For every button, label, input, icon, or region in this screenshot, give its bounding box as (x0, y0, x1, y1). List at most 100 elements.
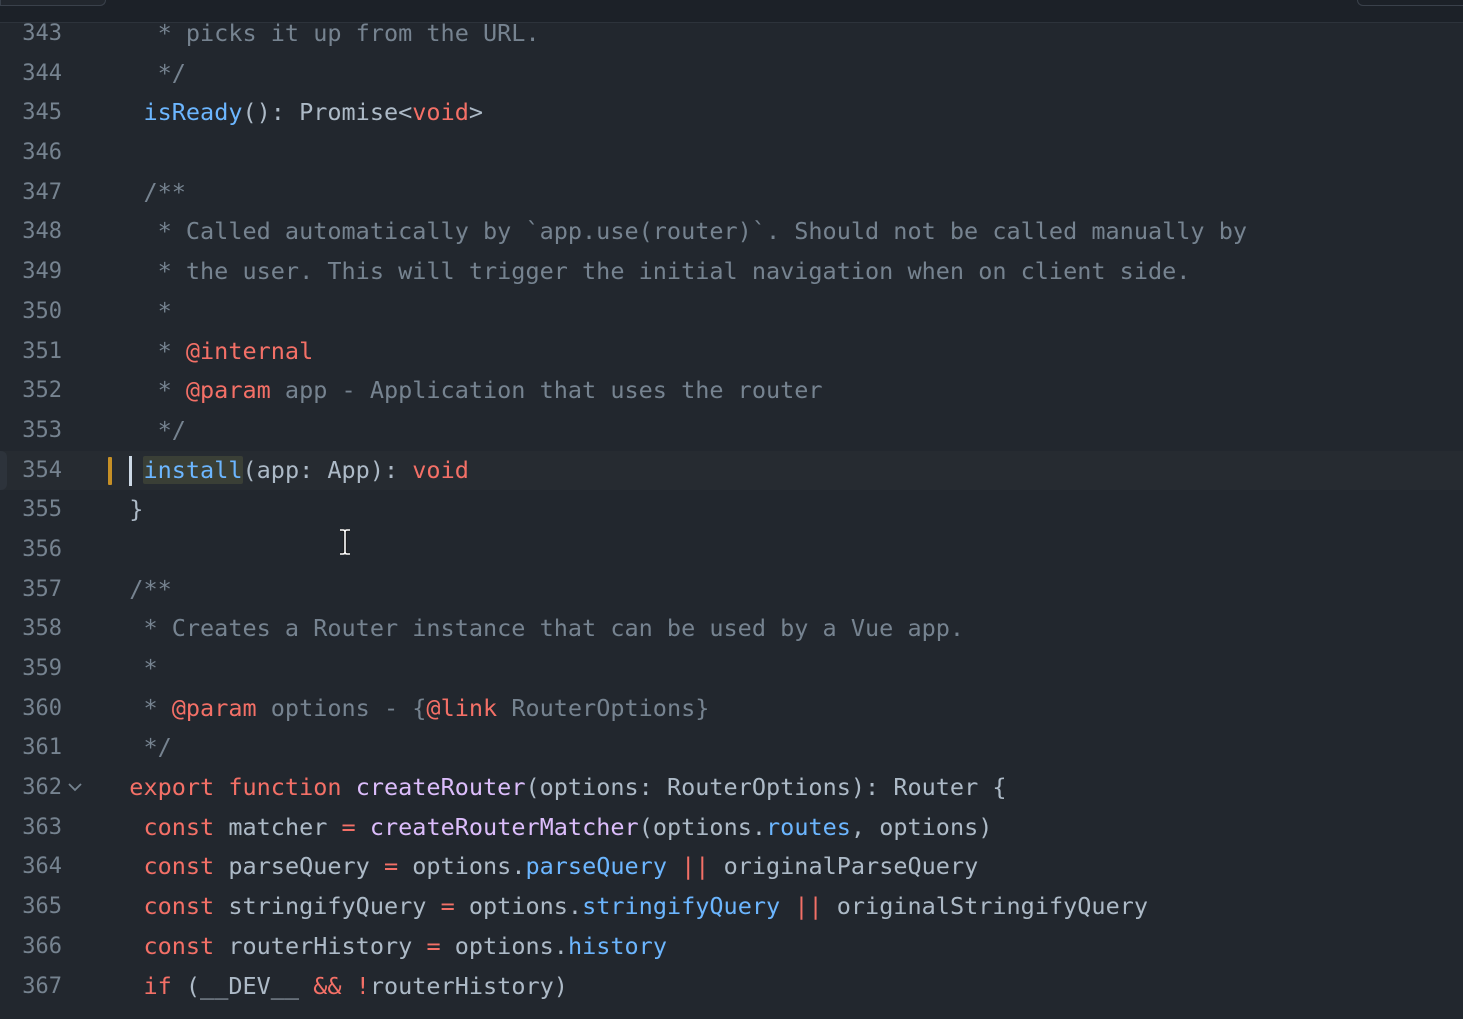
code-line[interactable]: 356 (0, 530, 1463, 570)
code-token: routes (766, 812, 851, 841)
code-token: void (412, 98, 469, 127)
code-token: @param (171, 693, 257, 722)
code-text: } (101, 490, 143, 530)
code-line[interactable]: 347 /** (0, 173, 1463, 213)
code-line[interactable]: 350 * (0, 292, 1463, 332)
code-token: /** (101, 574, 172, 603)
code-token: (app: App): (242, 455, 413, 484)
line-number: 350 (22, 298, 62, 324)
code-token (101, 773, 129, 801)
code-token: } (101, 495, 144, 524)
code-text: * @param options - {@link RouterOptions} (101, 689, 709, 729)
line-number: 357 (22, 576, 62, 602)
code-token: options - { (256, 693, 427, 722)
code-token: @param (185, 376, 271, 405)
code-token: parseQuery (214, 852, 384, 881)
code-token: options. (440, 931, 568, 960)
code-line[interactable]: 351 * @internal (0, 332, 1463, 372)
code-line[interactable]: 361 */ (0, 728, 1463, 768)
chevron-down-icon[interactable] (64, 768, 86, 808)
code-token (101, 972, 143, 1000)
code-line[interactable]: 344 */ (0, 54, 1463, 94)
line-number: 352 (22, 378, 62, 404)
line-number: 347 (22, 179, 62, 205)
code-line[interactable]: 354 install(app: App): void (0, 450, 1463, 491)
code-token: void (412, 455, 469, 484)
line-number: 348 (22, 219, 62, 245)
code-token: originalParseQuery (709, 852, 979, 881)
code-line[interactable]: 360 * @param options - {@link RouterOpti… (0, 689, 1463, 729)
code-line[interactable]: 365 const stringifyQuery = options.strin… (0, 887, 1463, 927)
code-token (101, 892, 143, 920)
line-number: 365 (22, 894, 62, 920)
code-token: routerHistory (214, 931, 427, 960)
selected-token: install (143, 455, 243, 484)
code-token (342, 972, 356, 1000)
code-text: export function createRouter(options: Ro… (101, 768, 1006, 808)
code-token (342, 773, 356, 801)
tab-secondary[interactable] (1357, 0, 1463, 6)
code-token: export (129, 773, 215, 802)
code-token: (): Promise< (242, 98, 413, 127)
code-text: const matcher = createRouterMatcher(opti… (101, 808, 992, 848)
code-token: if (143, 971, 172, 1000)
code-text: isReady(): Promise<void> (101, 93, 483, 133)
line-number: 354 (22, 457, 62, 483)
line-number: 366 (22, 933, 62, 959)
code-line[interactable]: 348 * Called automatically by `app.use(r… (0, 212, 1463, 252)
tab-active-file[interactable] (0, 0, 106, 6)
code-token: = (440, 892, 455, 921)
code-text: /** (101, 570, 172, 610)
code-token: * (101, 296, 172, 325)
code-token: const (143, 892, 215, 921)
code-line[interactable]: 355 } (0, 490, 1463, 530)
code-text: * Called automatically by `app.use(route… (101, 212, 1247, 252)
code-token (101, 456, 143, 484)
line-number: 363 (22, 814, 62, 840)
code-text: /** (101, 173, 185, 213)
code-line[interactable]: 359 * (0, 649, 1463, 689)
code-token: stringifyQuery (214, 892, 441, 921)
code-token: = (383, 852, 399, 881)
code-token: (__DEV__ (171, 971, 314, 1000)
code-token: = (341, 812, 356, 841)
code-token: const (143, 852, 215, 881)
code-token (101, 932, 143, 960)
code-token: * (101, 336, 186, 365)
code-text: * picks it up from the URL. (101, 14, 540, 54)
line-number: 358 (22, 616, 62, 642)
code-line[interactable]: 352 * @param app - Application that uses… (0, 371, 1463, 411)
code-token: originalStringifyQuery (822, 892, 1149, 921)
code-token: , options) (850, 812, 993, 841)
code-line[interactable]: 367 if (__DEV__ && !routerHistory) (0, 967, 1463, 1007)
code-line[interactable]: 357 /** (0, 570, 1463, 610)
code-token: function (228, 773, 342, 802)
code-line[interactable]: 366 const routerHistory = options.histor… (0, 927, 1463, 967)
code-text: * the user. This will trigger the initia… (101, 252, 1191, 292)
code-token: const (143, 812, 215, 841)
code-token: * (101, 376, 186, 405)
code-editor[interactable]: 343 * picks it up from the URL.344 */345… (0, 14, 1463, 1019)
code-line[interactable]: 363 const matcher = createRouterMatcher(… (0, 808, 1463, 848)
code-text: if (__DEV__ && !routerHistory) (101, 967, 567, 1007)
code-text: const parseQuery = options.parseQuery ||… (101, 847, 978, 887)
code-token (356, 813, 370, 841)
code-token (101, 852, 143, 880)
code-line[interactable]: 362 export function createRouter(options… (0, 768, 1463, 808)
code-line[interactable]: 358 * Creates a Router instance that can… (0, 609, 1463, 649)
code-token: @internal (185, 336, 314, 365)
tab-bar (0, 0, 1463, 23)
code-token: */ (101, 58, 186, 87)
code-line[interactable]: 364 const parseQuery = options.parseQuer… (0, 847, 1463, 887)
line-number: 367 (22, 973, 62, 999)
line-number: 349 (22, 259, 62, 285)
code-line[interactable]: 345 isReady(): Promise<void> (0, 93, 1463, 133)
code-line[interactable]: 353 */ (0, 411, 1463, 451)
code-text: * Creates a Router instance that can be … (101, 609, 964, 649)
code-token: * Called automatically by `app.use(route… (101, 217, 1248, 246)
code-line[interactable]: 346 (0, 133, 1463, 173)
code-line[interactable]: 343 * picks it up from the URL. (0, 14, 1463, 54)
line-number: 346 (22, 140, 62, 166)
line-number: 345 (22, 100, 62, 126)
code-line[interactable]: 349 * the user. This will trigger the in… (0, 252, 1463, 292)
